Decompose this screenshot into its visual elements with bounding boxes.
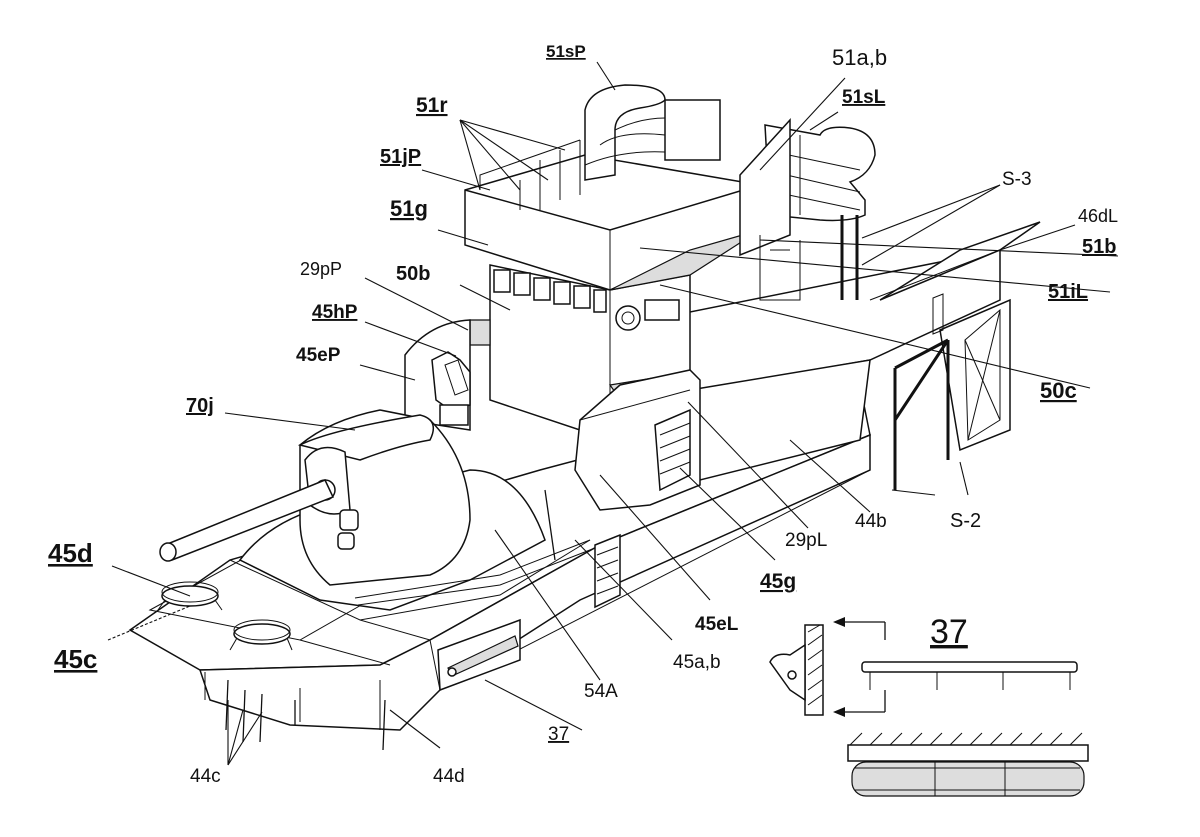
label-45ab: 45a,b <box>673 652 721 673</box>
label-29pL: 29pL <box>785 530 827 551</box>
label-51jP: 51jP <box>380 146 421 168</box>
label-54A: 54A <box>584 681 618 702</box>
label-S-2: S-2 <box>950 510 981 532</box>
labels: 51sP 51a,b 51sL 51r 51jP S-3 46dL 51g 51… <box>48 42 1118 787</box>
label-51sP: 51sP <box>546 42 586 61</box>
label-44c: 44c <box>190 766 221 787</box>
label-45hP: 45hP <box>312 302 358 323</box>
detail-37-inset <box>769 617 1089 797</box>
leader-lines <box>107 61 1119 766</box>
label-45d: 45d <box>48 538 93 568</box>
label-46dL: 46dL <box>1078 206 1118 226</box>
screen-51sP <box>584 84 721 181</box>
label-45eL: 45eL <box>695 614 739 635</box>
label-50b: 50b <box>396 263 430 285</box>
label-S-3: S-3 <box>1002 169 1032 190</box>
label-70j: 70j <box>186 395 214 417</box>
label-51b: 51b <box>1082 236 1116 258</box>
side-hatch <box>594 533 621 609</box>
label-51ab: 51a,b <box>832 45 887 70</box>
label-44d: 44d <box>433 766 465 787</box>
label-51sL: 51sL <box>842 87 886 108</box>
port-wing <box>404 319 471 431</box>
gun-turret <box>159 409 596 611</box>
label-51iL: 51iL <box>1048 281 1088 303</box>
label-44b: 44b <box>855 511 887 532</box>
fitting-37 <box>437 618 521 692</box>
label-45c: 45c <box>54 644 97 674</box>
label-50c: 50c <box>1040 378 1077 403</box>
starboard-wing <box>574 369 701 511</box>
label-37-detail: 37 <box>930 613 968 651</box>
bridge-windows <box>493 269 680 331</box>
aft-structure <box>599 221 1041 490</box>
label-51r: 51r <box>416 94 448 117</box>
label-51g: 51g <box>390 196 428 221</box>
label-37-ref: 37 <box>548 724 569 745</box>
label-45g: 45g <box>760 570 796 593</box>
label-29pP: 29pP <box>300 259 342 279</box>
label-45eP: 45eP <box>296 345 341 366</box>
bow-supports <box>225 679 386 751</box>
screen-51sL <box>764 124 876 300</box>
mast-51ab <box>739 118 801 301</box>
